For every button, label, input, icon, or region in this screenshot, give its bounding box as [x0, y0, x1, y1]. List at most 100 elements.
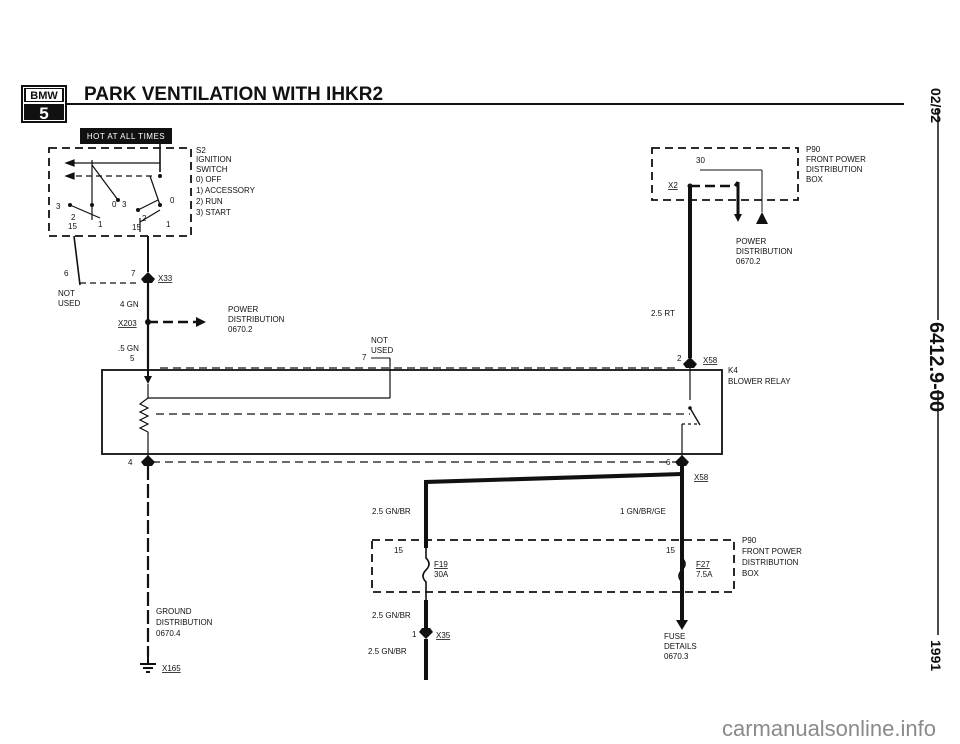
x33-pin-6: 6 [64, 269, 69, 278]
x203-id: X203 [118, 319, 137, 328]
ignition-pin-0a: 0 [112, 200, 117, 209]
fuse-f19-amp: 30A [434, 570, 449, 579]
ignition-pos-0: 0) OFF [196, 175, 221, 184]
pin4-connector [141, 455, 155, 466]
wire-25gnbr-mid-label: 2.5 GN/BR [372, 611, 411, 620]
x58-bottom-connector [675, 455, 689, 466]
fuse-details-3: 0670.3 [664, 652, 689, 661]
ignition-pin-0b: 0 [170, 196, 175, 205]
fuse-f27-amp: 7.5A [696, 570, 713, 579]
x35-pin: 1 [412, 630, 417, 639]
fuse-pin-15a: 15 [394, 546, 403, 555]
x33-id: X33 [158, 274, 173, 283]
ignition-pin-1a: 1 [98, 220, 103, 229]
ignition-name-2: SWITCH [196, 165, 228, 174]
watermark: carmanualsonline.info [722, 716, 936, 741]
p90-top-l3: BOX [806, 175, 824, 184]
wire-25gnbr-top-label: 2.5 GN/BR [372, 507, 411, 516]
side-date: 02/92 [928, 88, 944, 123]
ignition-pos-3: 3) START [196, 208, 231, 217]
relay-name: BLOWER RELAY [728, 377, 791, 386]
ignition-pin-1b: 1 [166, 220, 171, 229]
pd-left-1: POWER [228, 305, 258, 314]
pin-7-relay: 7 [362, 353, 367, 362]
arrow-up [756, 212, 768, 224]
wire-1gnbrge-label: 1 GN/BR/GE [620, 507, 666, 516]
x58-top-id: X58 [703, 356, 718, 365]
ground-l3: 0670.4 [156, 629, 181, 638]
pin-4: 4 [128, 458, 133, 467]
not-used-2a: NOT [371, 336, 388, 345]
ignition-id: S2 [196, 146, 206, 155]
fuse-f27-id: F27 [696, 560, 710, 569]
x33-pin-7: 7 [131, 269, 136, 278]
x58-top-connector [683, 357, 697, 368]
side-year: 1991 [928, 640, 944, 671]
logo-text: BMW [30, 90, 58, 102]
not-used-2b: USED [371, 346, 393, 355]
ignition-pos-1: 1) ACCESSORY [196, 186, 256, 195]
fuse-box-id: P90 [742, 536, 757, 545]
pd-left-3: 0670.2 [228, 325, 253, 334]
fuse-box-l3: BOX [742, 569, 760, 578]
wire-4gn-label: 4 GN [120, 300, 139, 309]
fuse-details-arrow [676, 620, 688, 630]
fuse-f19 [422, 548, 430, 600]
wire-25gnbr [424, 472, 683, 548]
x58-bottom-id: X58 [694, 473, 709, 482]
wire-25gnbr-bot-label: 2.5 GN/BR [368, 647, 407, 656]
ignition-switch [64, 159, 161, 232]
hot-badge [80, 128, 172, 144]
ignition-pin-15a: 15 [68, 222, 77, 231]
wire-5gn-label: .5 GN [118, 344, 139, 353]
ignition-pin-2b: 2 [142, 214, 147, 223]
ground-l1: GROUND [156, 607, 192, 616]
ground-l2: DISTRIBUTION [156, 618, 213, 627]
ignition-name-1: IGNITION [196, 155, 232, 164]
relay-coil [138, 397, 150, 433]
fuse-f27 [678, 548, 686, 583]
x35-id: X35 [436, 631, 451, 640]
logo-series: 5 [39, 104, 48, 123]
fuse-box-l2: DISTRIBUTION [742, 558, 799, 567]
blower-relay-box [101, 369, 723, 455]
x33-connector [141, 272, 155, 283]
p90-top-l2: DISTRIBUTION [806, 165, 863, 174]
bmw-logo: BMW 5 [21, 85, 67, 123]
fuse-details-2: DETAILS [664, 642, 697, 651]
relay-contact [689, 407, 701, 426]
fuse-pin-15b: 15 [666, 546, 675, 555]
x35-connector [419, 628, 433, 639]
ignition-pin-3b: 3 [122, 200, 127, 209]
fuse-details-1: FUSE [664, 632, 685, 641]
pd-left-2: DISTRIBUTION [228, 315, 285, 324]
ignition-pin-15b: 15 [132, 223, 141, 232]
side-code: 6412.9-00 [925, 322, 947, 412]
p90-top-id: P90 [806, 145, 821, 154]
pin-5: 5 [130, 354, 135, 363]
ground-id: X165 [162, 664, 181, 673]
ignition-switch-box [48, 147, 192, 237]
p90-top-box [651, 147, 799, 201]
arrow-down [734, 214, 742, 222]
ignition-pin-2a: 2 [71, 213, 76, 222]
pd-right-3: 0670.2 [736, 257, 761, 266]
not-used-1a: NOT [58, 289, 75, 298]
fuse-box-l1: FRONT POWER [742, 547, 802, 556]
x58-bottom-pin: 6 [666, 458, 671, 467]
hot-badge-label: HOT AT ALL TIMES [87, 132, 165, 141]
pd-right-1: POWER [736, 237, 766, 246]
p90-top-l1: FRONT POWER [806, 155, 866, 164]
not-used-1b: USED [58, 299, 80, 308]
page-title: PARK VENTILATION WITH IHKR2 [84, 84, 383, 105]
x58-top-pin: 2 [677, 354, 682, 363]
ignition-pin-3: 3 [56, 202, 61, 211]
wire-25rt-label: 2.5 RT [651, 309, 675, 318]
p90-pin-30: 30 [696, 156, 705, 165]
relay-id: K4 [728, 366, 738, 375]
fuse-f19-id: F19 [434, 560, 448, 569]
ignition-pos-2: 2) RUN [196, 197, 223, 206]
p90-x2: X2 [668, 181, 678, 190]
pd-right-2: DISTRIBUTION [736, 247, 793, 256]
